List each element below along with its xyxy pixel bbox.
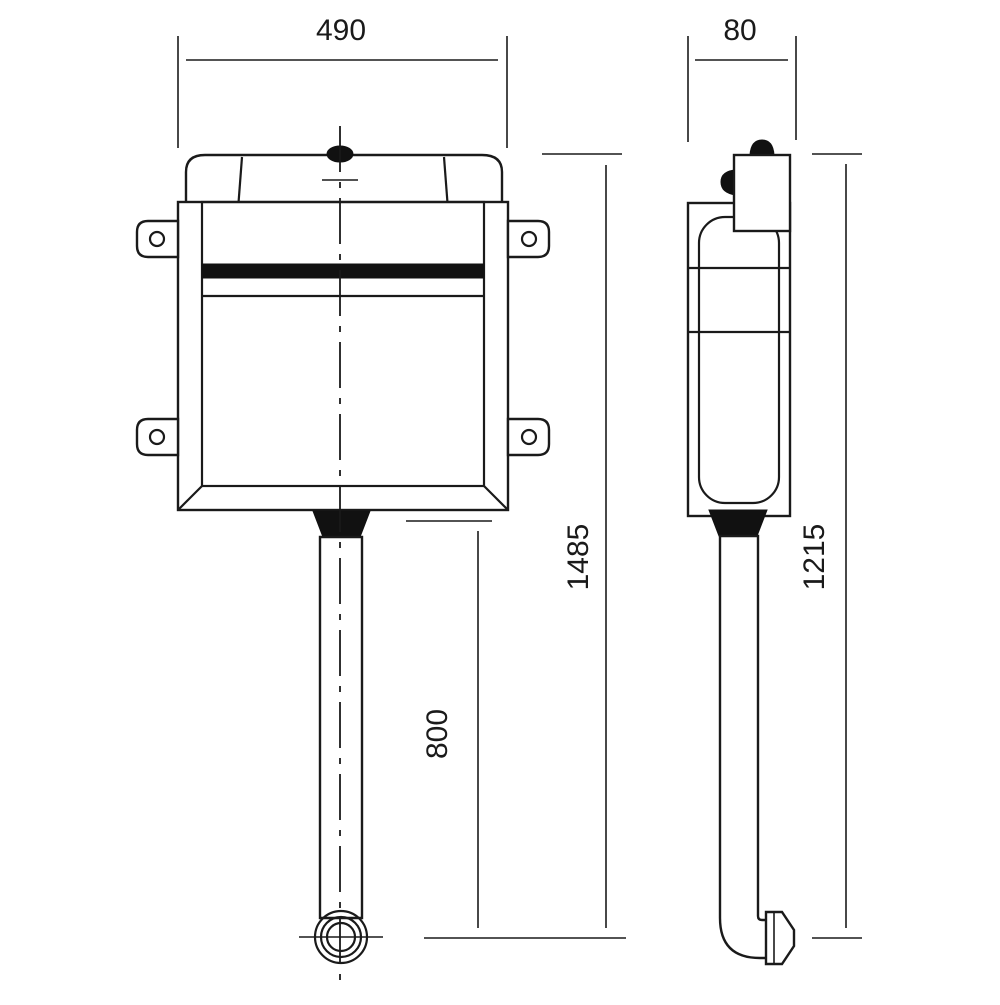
dim-side-depth-label: 80 [723,14,756,47]
dim-side-depth: 80 [687,14,797,142]
side-view: 80 1215 [686,14,862,966]
dim-front-pipe: 800 [406,520,492,928]
cistern-tank [176,200,510,512]
mounting-brackets [135,219,551,457]
side-secondary-button-icon [720,169,737,196]
dim-front-height: 1485 [424,153,626,939]
dim-front-width: 490 [177,14,508,148]
front-view: 490 [135,14,626,990]
dim-front-width-label: 490 [316,14,366,47]
dim-front-pipe-label: 800 [421,709,454,759]
cistern-lid [184,145,504,263]
flush-pipe-front [299,510,383,965]
dim-side-height-label: 1215 [798,524,831,591]
side-tank [686,153,792,518]
dim-front-height-label: 1485 [562,524,595,591]
flush-pipe-side [708,509,796,966]
dim-side-height: 1215 [798,153,862,939]
side-flush-button-icon [749,139,775,156]
